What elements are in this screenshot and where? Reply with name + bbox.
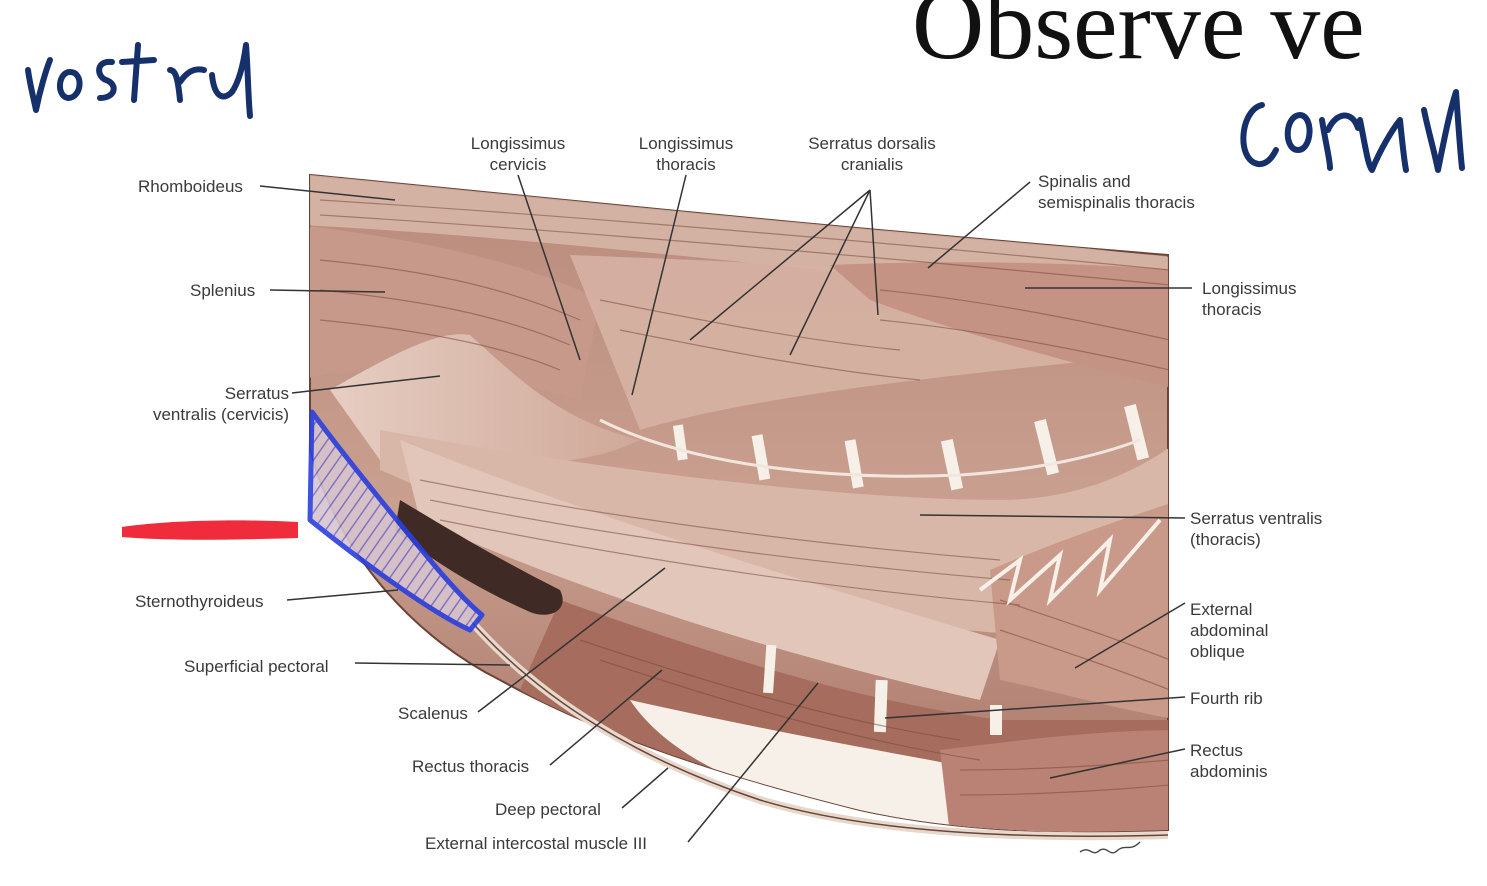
label-line: ventralis (cervicis) (152, 405, 289, 424)
label-line: (thoracis) (1190, 530, 1261, 549)
label-rhomboideus: Rhomboideus (138, 177, 243, 196)
handwriting-rostral (25, 42, 253, 119)
handwriting-caudal (1240, 89, 1465, 173)
label-serratus-ventralis-thoracis: Serratus ventralis (thoracis) (1190, 508, 1322, 550)
label-line: Longissimus (470, 134, 566, 153)
label-deep-pectoral: Deep pectoral (495, 800, 601, 819)
label-longissimus-thoracis-right: Longissimus thoracis (1202, 278, 1297, 320)
label-sternothyroideus: Sternothyroideus (135, 592, 264, 611)
label-line: External (1190, 600, 1253, 619)
label-line: Serratus ventralis (1190, 509, 1323, 528)
label-longissimus-thoracis-top: Longissimus thoracis (626, 133, 746, 175)
label-superficial-pectoral: Superficial pectoral (184, 657, 329, 676)
page-heading: Observe ve (912, 0, 1365, 80)
label-line: Longissimus (638, 134, 734, 153)
label-spinalis-semispinalis: Spinalis and semispinalis thoracis (1038, 171, 1195, 213)
label-external-abdominal-oblique: External abdominal oblique (1190, 599, 1268, 662)
label-splenius: Splenius (190, 281, 256, 300)
label-line: abdominis (1190, 762, 1268, 781)
label-rectus-abdominis: Rectus abdominis (1190, 740, 1268, 782)
label-line: oblique (1190, 642, 1245, 661)
label-line: thoracis (656, 155, 716, 174)
label-line: semispinalis thoracis (1038, 193, 1195, 212)
artist-signature (1079, 841, 1141, 854)
label-line: Spinalis and (1038, 172, 1131, 191)
label-line: Serratus (224, 384, 289, 403)
label-line: cranialis (840, 155, 904, 174)
highlighted-region (307, 409, 485, 633)
label-line: cervicis (489, 155, 547, 174)
label-scalenus: Scalenus (398, 704, 468, 723)
red-marker-stroke (122, 520, 298, 540)
leader-lines (259, 174, 1192, 843)
label-fourth-rib: Fourth rib (1190, 689, 1263, 708)
label-line: Serratus dorsalis (808, 134, 936, 153)
label-longissimus-cervicis: Longissimus cervicis (458, 133, 578, 175)
label-line: thoracis (1202, 300, 1262, 319)
label-line: Longissimus (1202, 279, 1297, 298)
label-serratus-dorsalis-cranialis: Serratus dorsalis cranialis (792, 133, 952, 175)
label-external-intercostal: External intercostal muscle III (425, 834, 648, 853)
label-line: abdominal (1190, 621, 1269, 640)
label-line: Rectus (1190, 741, 1243, 760)
label-rectus-thoracis: Rectus thoracis (412, 757, 530, 776)
label-serratus-ventralis-cervicis: Serratus ventralis (cervicis) (135, 383, 289, 425)
